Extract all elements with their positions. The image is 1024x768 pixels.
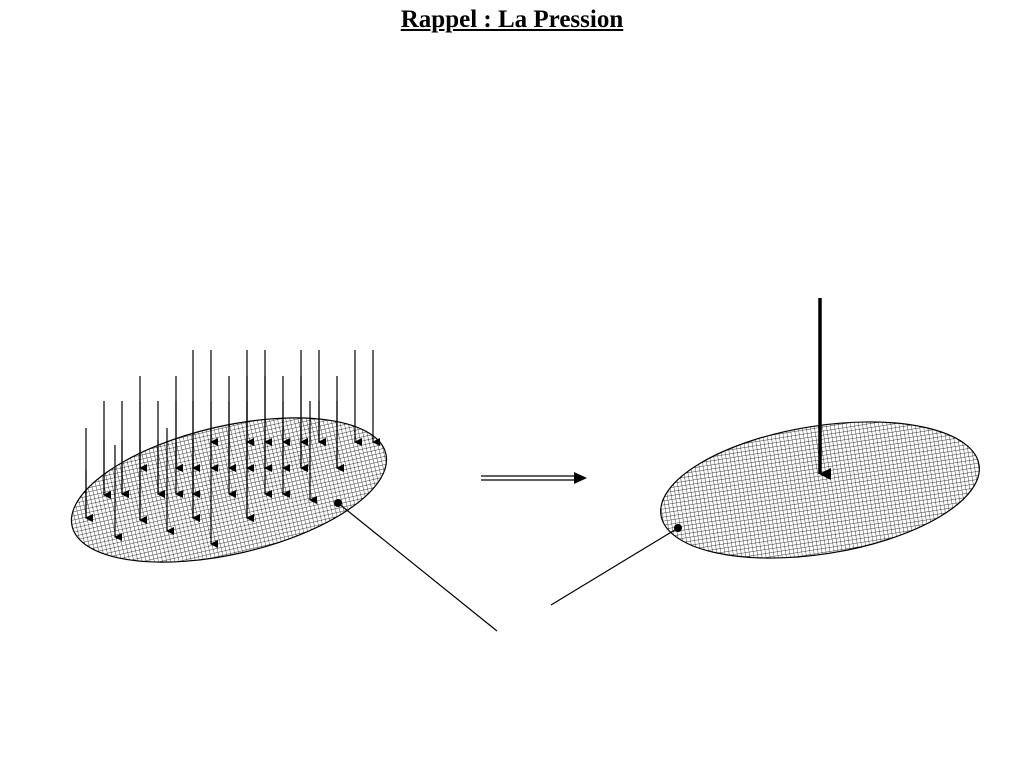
right-pointer-line — [550, 527, 679, 606]
left-pointer-line — [337, 502, 498, 632]
distributed-pressure-arrows — [85, 350, 380, 548]
left-panel — [70, 350, 498, 632]
transition-double-arrow — [481, 472, 587, 484]
right-panel — [550, 298, 980, 606]
right-surface-ellipse — [660, 421, 980, 559]
slide-title: Rappel : La Pression — [400, 6, 624, 33]
